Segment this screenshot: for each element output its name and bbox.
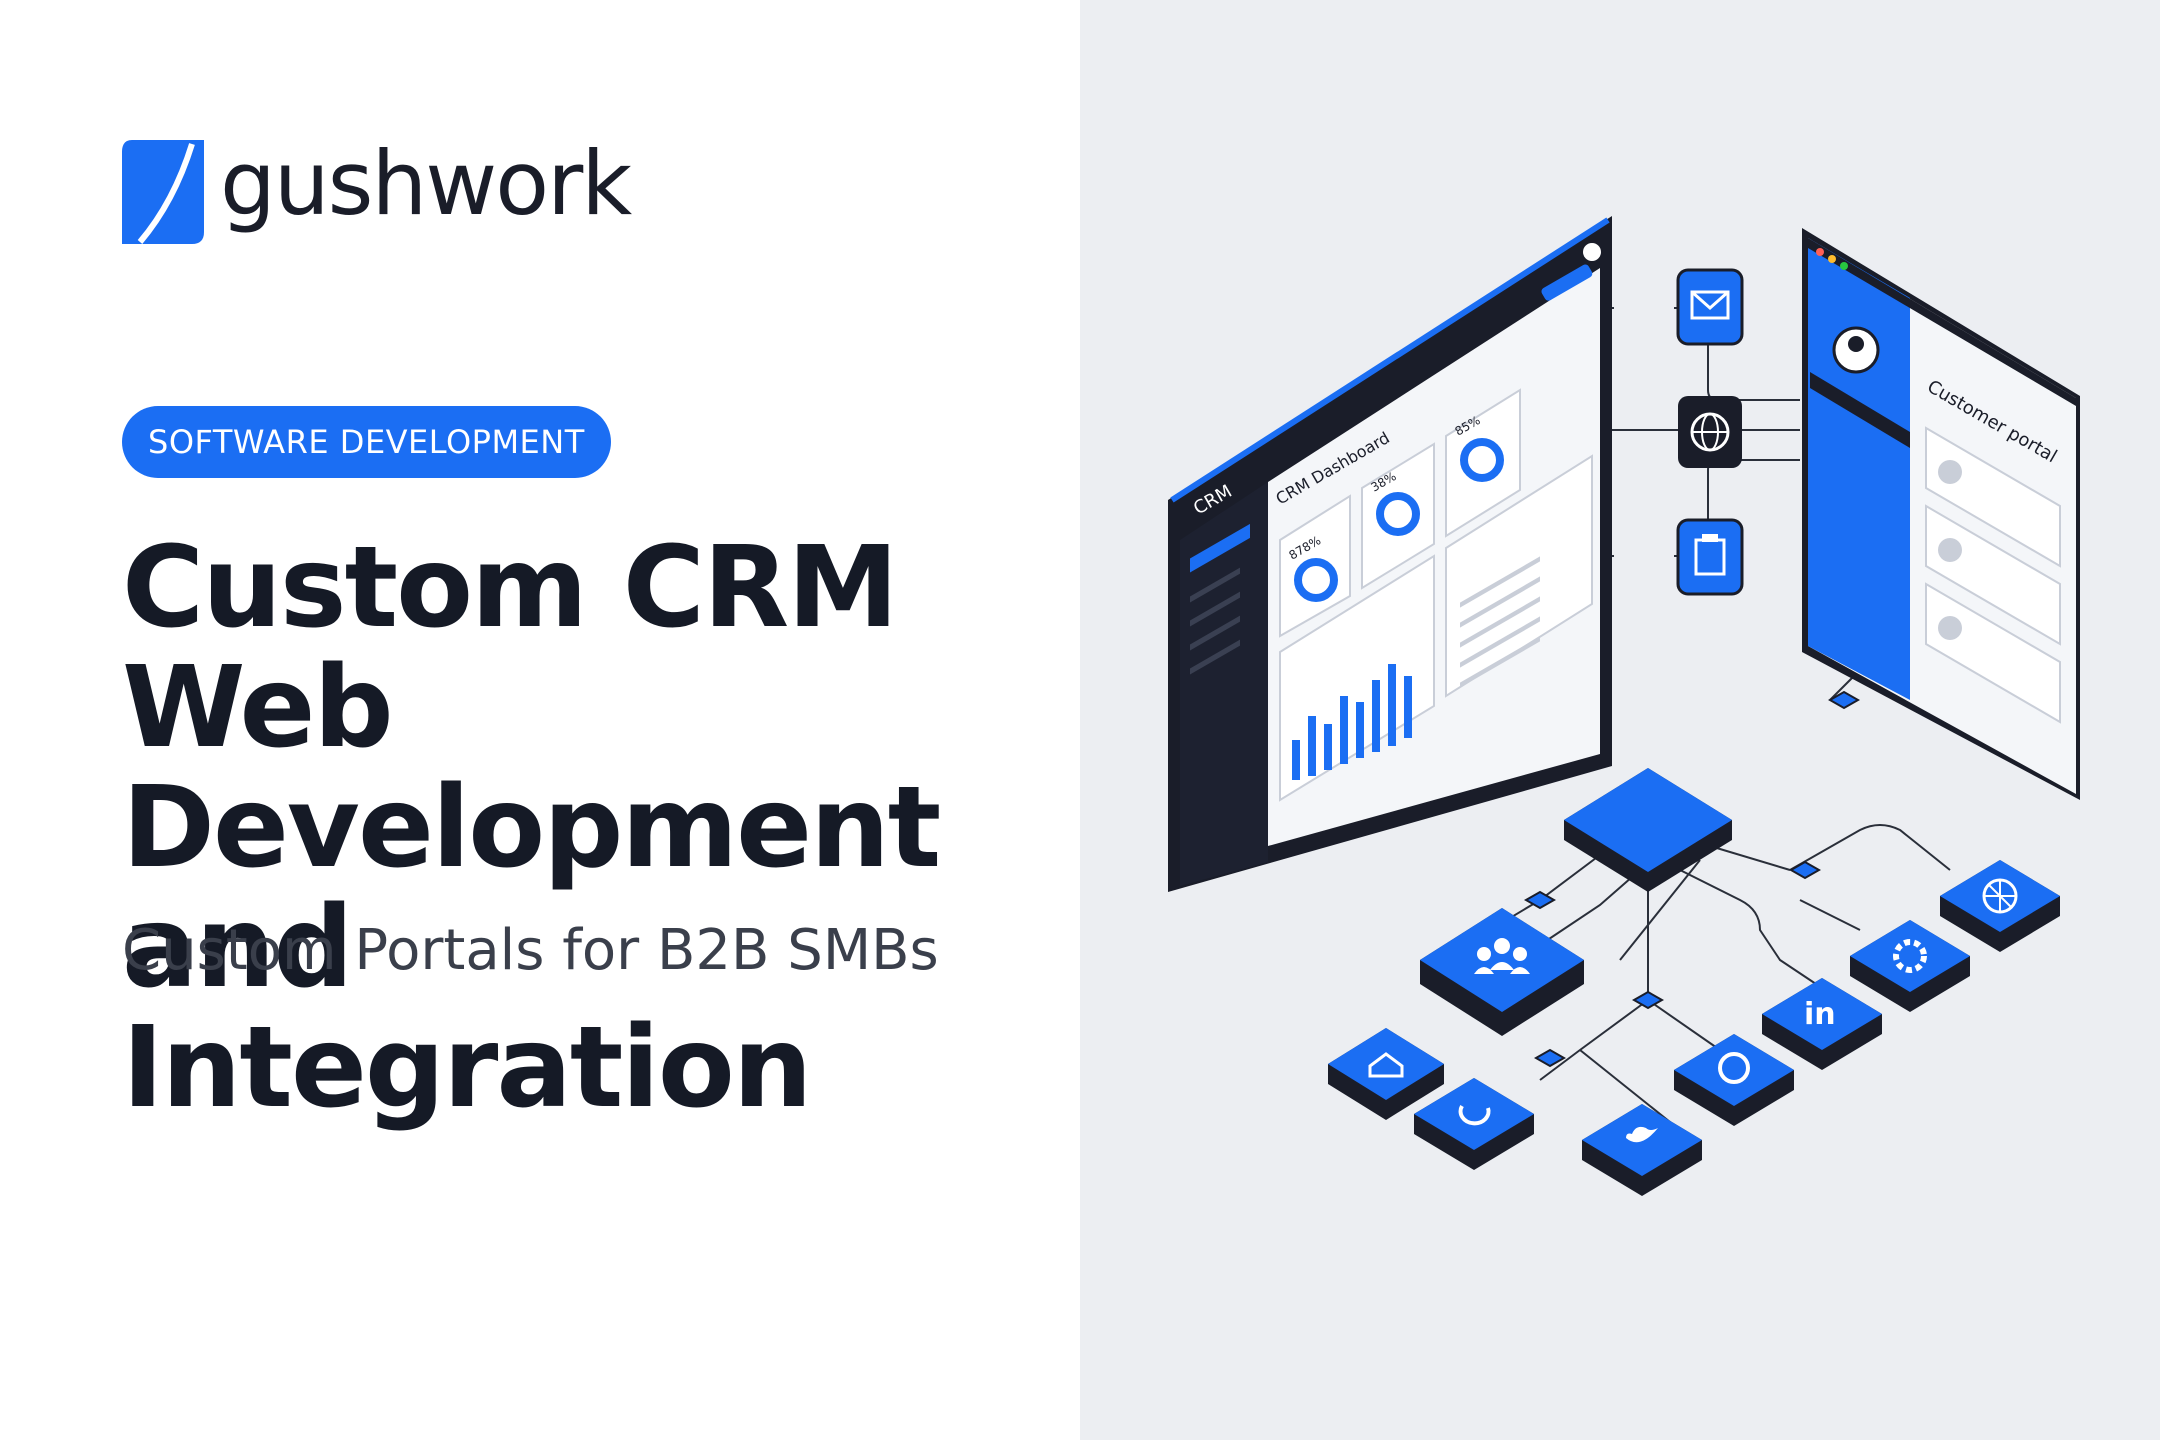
twitter-icon[interactable] <box>1582 1104 1702 1196</box>
brand-logo[interactable]: gushwork <box>122 132 632 244</box>
title-line-1: Custom CRM Web <box>122 523 899 773</box>
refresh-icon[interactable] <box>1414 1078 1534 1170</box>
brand-name: gushwork <box>220 132 632 235</box>
analytics-icon[interactable] <box>1940 860 2060 952</box>
title-line-3: Integration <box>122 1003 812 1133</box>
clipboard-icon[interactable] <box>1676 518 1744 596</box>
customer-portal-window: Customer portal <box>1802 228 2080 800</box>
integration-illustration: CRM CRM Dashboard 878% <box>1168 216 2080 1196</box>
title-line-2: Development and <box>122 763 941 1013</box>
category-badge: SOFTWARE DEVELOPMENT <box>122 406 611 478</box>
globe-icon[interactable] <box>1678 396 1742 468</box>
linkedin-icon[interactable]: in <box>1762 978 1882 1070</box>
svg-text:in: in <box>1804 997 1836 1032</box>
right-panel: CRM CRM Dashboard 878% <box>1080 0 2160 1440</box>
app-tiles: in <box>1328 860 2060 1196</box>
central-hub <box>1564 768 1732 892</box>
crm-window: CRM CRM Dashboard 878% <box>1168 216 1612 892</box>
gushwork-logo-icon <box>122 140 204 244</box>
home-icon[interactable] <box>1328 1028 1444 1120</box>
gear-icon[interactable] <box>1850 920 1970 1012</box>
email-icon[interactable] <box>1676 268 1744 346</box>
integration-icons <box>1676 268 1744 596</box>
left-panel: gushwork SOFTWARE DEVELOPMENT Custom CRM… <box>122 132 1052 1128</box>
team-icon[interactable] <box>1420 908 1584 1036</box>
support-icon[interactable] <box>1674 1034 1794 1126</box>
page-title: Custom CRM Web Development and Integrati… <box>122 528 1052 1128</box>
page-subtitle: Custom Portals for B2B SMBs <box>122 918 939 983</box>
